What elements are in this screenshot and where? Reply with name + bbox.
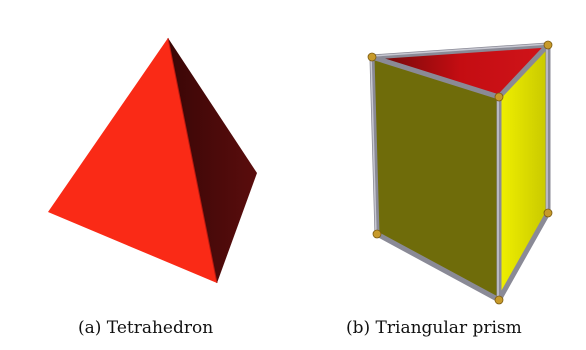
prism-edges: [369, 42, 551, 303]
prism-edge-top-right: [496, 42, 551, 100]
prism-edge-highlights: [370, 43, 549, 301]
prism-edge-left-vertical: [369, 54, 380, 237]
tetrahedron-side-face: [168, 38, 257, 283]
prism-vertex-bottom-right: [543, 208, 553, 218]
figure-tetrahedron: (a) Tetrahedron: [48, 37, 257, 338]
tetrahedron-front-face: [48, 38, 217, 283]
prism-top-face: [372, 45, 548, 97]
prism-highlight-top-back: [371, 43, 549, 57]
tetrahedron-diagram: [48, 37, 257, 284]
triangular-prism-diagram: [367, 40, 553, 305]
prism-edge-top-back: [369, 42, 551, 60]
prism-vertex-top-left: [367, 52, 377, 62]
prism-right-face: [499, 45, 548, 300]
prism-vertex-top-right: [543, 40, 553, 50]
prism-vertex-top-front: [494, 92, 504, 102]
prism-vertex-bottom-left: [372, 229, 382, 239]
prism-highlight-left-vertical: [370, 56, 377, 235]
caption-triangular-prism: (b) Triangular prism: [346, 318, 522, 338]
prism-edge-top-left: [369, 54, 502, 100]
figure-triangular-prism: (b) Triangular prism: [293, 0, 586, 350]
prism-vertex-bottom-front: [494, 295, 504, 305]
prism-vertices: [367, 40, 553, 305]
prism-edge-bottom-right: [496, 210, 551, 303]
caption-tetrahedron: (a) Tetrahedron: [78, 318, 214, 338]
tetrahedron-ridge-edge: [167, 37, 218, 284]
prism-front-face: [372, 57, 499, 300]
prism-edge-bottom-left: [374, 231, 502, 303]
